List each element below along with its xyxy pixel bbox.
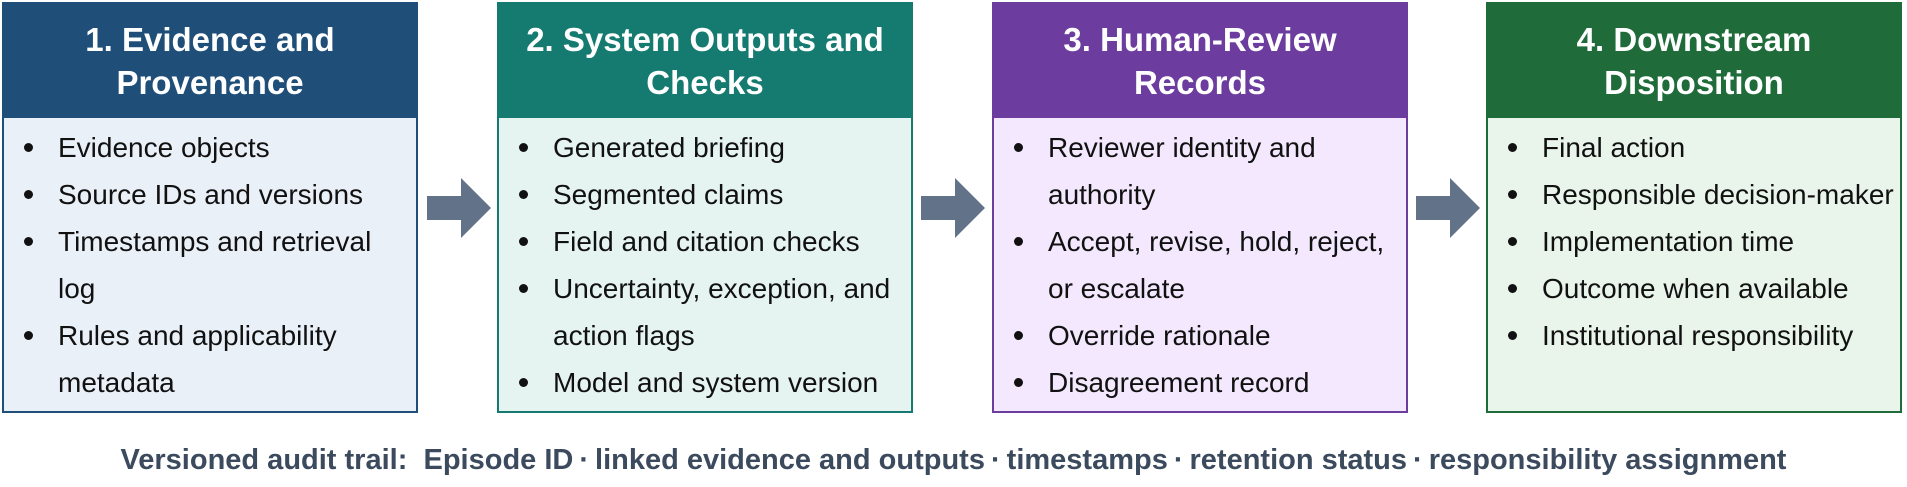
- list-item: Institutional responsibility: [1488, 312, 1900, 359]
- list-item-text: Institutional responsibility: [1542, 320, 1854, 351]
- panel-downstream-disposition: 4. Downstream Disposition Final action R…: [1486, 2, 1902, 413]
- bullet-dot-icon: [24, 190, 33, 199]
- list-item: Evidence objects: [4, 124, 416, 171]
- list-item-text: Rules and applicability metadata: [58, 320, 337, 398]
- bullet-dot-icon: [24, 331, 33, 340]
- bullet-dot-icon: [1508, 237, 1517, 246]
- list-item-text: Generated briefing: [553, 132, 785, 163]
- list-item-text: Override rationale: [1048, 320, 1271, 351]
- right-arrow-icon: [1416, 178, 1480, 238]
- list-item-text: Source IDs and versions: [58, 179, 364, 210]
- list-item: Timestamps and retrieval log: [4, 218, 416, 312]
- bullet-dot-icon: [1014, 143, 1023, 152]
- list-item: Source IDs and versions: [4, 171, 416, 218]
- footer-label: Versioned audit trail:: [120, 444, 408, 476]
- bullet-dot-icon: [519, 143, 528, 152]
- panel-title: 3. Human-Review Records: [994, 4, 1406, 118]
- panel-evidence-provenance: 1. Evidence and Provenance Evidence obje…: [2, 2, 418, 413]
- bullet-dot-icon: [519, 190, 528, 199]
- footer-part: responsibility assignment: [1428, 444, 1787, 476]
- footer-separator: ·: [1413, 444, 1423, 476]
- list-item: Override rationale: [994, 312, 1406, 359]
- right-arrow-icon: [921, 178, 985, 238]
- bullet-dot-icon: [1014, 331, 1023, 340]
- footer-separator: ·: [579, 444, 590, 476]
- list-item-text: Field and citation checks: [553, 226, 860, 257]
- list-item: Outcome when available: [1488, 265, 1900, 312]
- bullet-dot-icon: [519, 237, 528, 246]
- panel-system-outputs: 2. System Outputs and Checks Generated b…: [497, 2, 913, 413]
- footer-part: Episode ID: [423, 444, 574, 476]
- bullet-dot-icon: [519, 284, 528, 293]
- panel-title: 1. Evidence and Provenance: [4, 4, 416, 118]
- list-item: Reviewer identity and authority: [994, 124, 1406, 218]
- list-item-text: Accept, revise, hold, reject, or escalat…: [1048, 226, 1385, 304]
- panel-body: Evidence objects Source IDs and versions…: [4, 118, 416, 411]
- list-item: Model and system version: [499, 359, 911, 406]
- list-item: Disagreement record: [994, 359, 1406, 406]
- bullet-dot-icon: [1014, 378, 1023, 387]
- footer-separator: ·: [1173, 444, 1184, 476]
- bullet-list: Final action Responsible decision-maker …: [1488, 124, 1900, 359]
- list-item-text: Uncertainty, exception, and action flags: [553, 273, 891, 351]
- bullet-dot-icon: [24, 143, 33, 152]
- bullet-dot-icon: [1508, 143, 1517, 152]
- bullet-dot-icon: [1508, 331, 1517, 340]
- bullet-dot-icon: [519, 378, 528, 387]
- list-item-text: Outcome when available: [1542, 273, 1849, 304]
- bullet-dot-icon: [24, 237, 33, 246]
- bullet-list: Generated briefing Segmented claims Fiel…: [499, 124, 911, 406]
- panel-human-review: 3. Human-Review Records Reviewer identit…: [992, 2, 1408, 413]
- list-item: Segmented claims: [499, 171, 911, 218]
- bullet-dot-icon: [1014, 237, 1023, 246]
- list-item-text: Timestamps and retrieval log: [58, 226, 372, 304]
- list-item: Final action: [1488, 124, 1900, 171]
- list-item: Generated briefing: [499, 124, 911, 171]
- list-item: Rules and applicability metadata: [4, 312, 416, 406]
- list-item: Uncertainty, exception, and action flags: [499, 265, 911, 359]
- list-item-text: Disagreement record: [1048, 367, 1310, 398]
- audit-trail-footer: Versioned audit trail: Episode ID·linked…: [0, 444, 1907, 477]
- panel-body: Reviewer identity and authority Accept, …: [994, 118, 1406, 411]
- list-item: Accept, revise, hold, reject, or escalat…: [994, 218, 1406, 312]
- panel-body: Final action Responsible decision-maker …: [1488, 118, 1900, 411]
- list-item: Field and citation checks: [499, 218, 911, 265]
- footer-part: retention status: [1189, 444, 1408, 476]
- list-item: Responsible decision-maker: [1488, 171, 1900, 218]
- list-item-text: Implementation time: [1542, 226, 1795, 257]
- bullet-dot-icon: [1508, 284, 1517, 293]
- list-item: Implementation time: [1488, 218, 1900, 265]
- footer-part: linked evidence and outputs: [595, 444, 985, 476]
- list-item-text: Final action: [1542, 132, 1686, 163]
- footer-separator: ·: [990, 444, 1001, 476]
- bullet-list: Reviewer identity and authority Accept, …: [994, 124, 1406, 406]
- panel-body: Generated briefing Segmented claims Fiel…: [499, 118, 911, 411]
- bullet-list: Evidence objects Source IDs and versions…: [4, 124, 416, 406]
- list-item-text: Model and system version: [553, 367, 879, 398]
- panel-title: 4. Downstream Disposition: [1488, 4, 1900, 118]
- footer-part: timestamps: [1006, 444, 1168, 476]
- list-item-text: Reviewer identity and authority: [1048, 132, 1316, 210]
- list-item-text: Evidence objects: [58, 132, 270, 163]
- list-item-text: Responsible decision-maker: [1542, 179, 1894, 210]
- bullet-dot-icon: [1508, 190, 1517, 199]
- list-item-text: Segmented claims: [553, 179, 784, 210]
- right-arrow-icon: [427, 178, 491, 238]
- panel-title: 2. System Outputs and Checks: [499, 4, 911, 118]
